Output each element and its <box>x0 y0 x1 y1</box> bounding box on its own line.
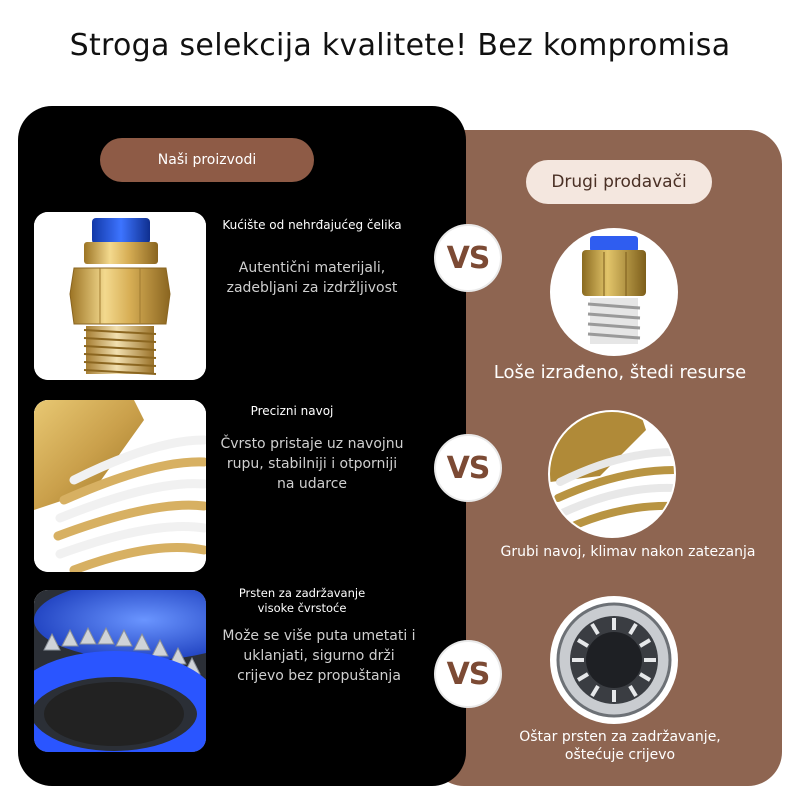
feature-desc-housing: Autentični materijali, zadebljani za izd… <box>226 260 398 296</box>
page-headline: Stroga selekcija kvalitete! Bez kompromi… <box>69 28 731 63</box>
thread-closeup-illustration <box>34 400 206 572</box>
our-fitting-photo <box>34 212 206 380</box>
our-products-panel: Naši proizvodi <box>18 106 466 786</box>
vs-badge-3: VS <box>436 642 500 706</box>
competitor-caption-1: Loše izrađeno, štedi resurse <box>493 362 747 383</box>
vs-badge-1: VS <box>436 226 500 290</box>
feature-title-retaining-ring: Prsten za zadržavanje visoke čvrstoće <box>238 586 366 615</box>
sharp-retaining-ring-illustration <box>552 598 676 722</box>
feature-title-housing: Kućište od nehrđajućeg čelika <box>222 218 402 232</box>
competitor-caption-2: Grubi navoj, klimav nakon zatezanja <box>500 544 756 560</box>
competitor-caption-3: Oštar prsten za zadržavanje, oštećuje cr… <box>519 729 721 763</box>
competitor-ring-photo <box>550 596 678 724</box>
competitor-badge: Drugi prodavači <box>526 160 712 204</box>
feature-desc-retaining-ring: Može se više puta umetati i uklanjati, s… <box>222 628 416 684</box>
competitor-fitting-photo <box>550 228 678 356</box>
push-fitting-illustration <box>34 212 206 380</box>
feature-title-thread: Precizni navoj <box>250 404 334 418</box>
our-retaining-ring-photo <box>34 590 206 752</box>
our-products-badge: Naši proizvodi <box>100 138 314 182</box>
cheap-fitting-illustration <box>552 230 676 354</box>
retaining-ring-illustration <box>34 590 206 752</box>
competitor-thread-photo <box>548 410 676 538</box>
our-thread-photo <box>34 400 206 572</box>
vs-badge-2: VS <box>436 436 500 500</box>
rough-thread-illustration <box>550 412 674 536</box>
feature-desc-thread: Čvrsto pristaje uz navojnu rupu, stabiln… <box>220 436 404 492</box>
